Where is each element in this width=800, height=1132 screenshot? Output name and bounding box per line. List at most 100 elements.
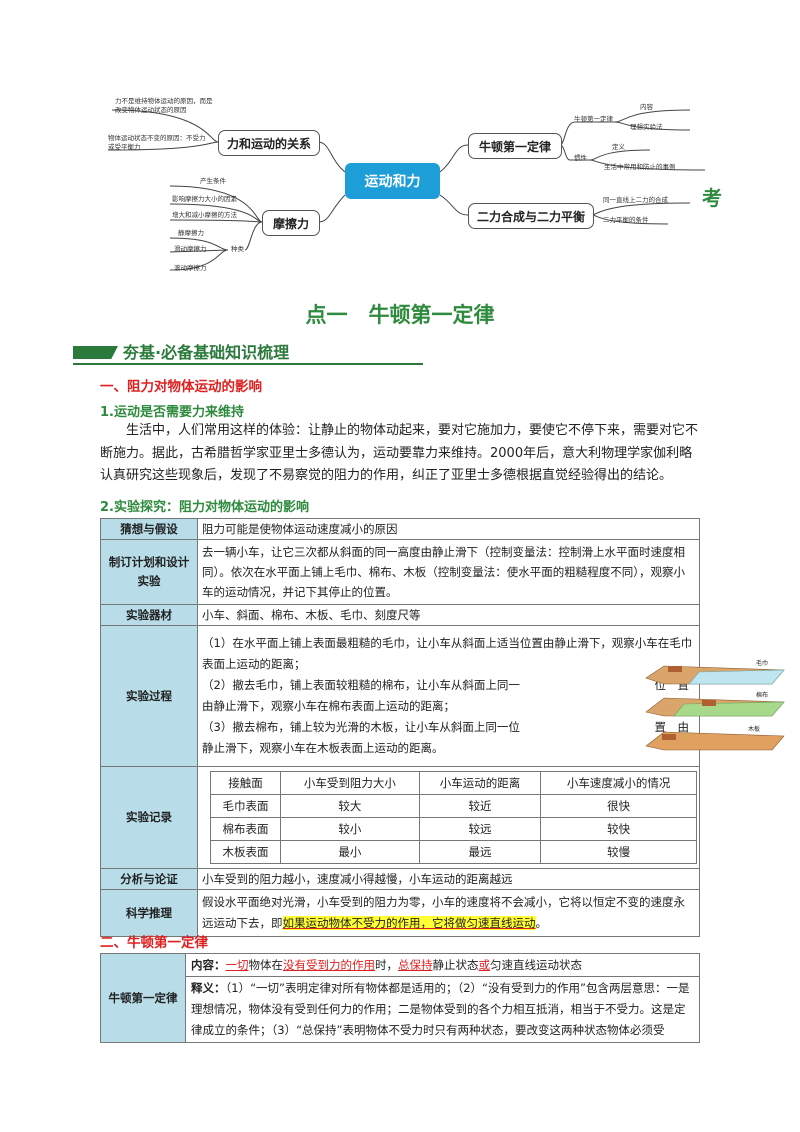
newton-explain-row: 释义：（1）“一切”表明定律对所有物体都是适用的；（2）“没有受到力的作用”包含… — [101, 976, 700, 1043]
corner-char: 考 — [702, 186, 722, 210]
label-cotton: 棉布 — [756, 691, 768, 699]
label-towel: 毛巾 — [756, 659, 768, 667]
content-always: 总保持 — [398, 958, 433, 972]
mind-map-center: 运动和力 — [345, 163, 440, 199]
leaf-friction-condition: 产生条件 — [200, 177, 226, 185]
content-no-force: 没有受到力的作用 — [283, 958, 375, 972]
newton-content-row: 牛顿第一定律 内容：一切物体在没有受到力的作用时，总保持静止状态或匀速直线运动状… — [100, 953, 700, 1043]
leaf-newton-law: 牛顿第一定律 — [574, 115, 613, 123]
record-cell: 接触面 小车受到阻力大小 小车运动的距离 小车速度减小的情况 毛巾表面 较大 较… — [197, 766, 700, 869]
content-key: 内容： — [191, 958, 226, 972]
leaf-friction-methods: 增大和减小摩擦的方法 — [172, 211, 237, 219]
record-cell-value: 最远 — [418, 840, 542, 864]
cotton-surface — [673, 701, 785, 717]
record-header-row: 接触面 小车受到阻力大小 小车运动的距离 小车速度减小的情况 — [209, 771, 697, 795]
intro-paragraph: 生活中，人们常用这样的体验：让静止的物体动起来，要对它施加力，要使它不停下来，需… — [100, 423, 699, 483]
row-label: 科学推理 — [100, 889, 198, 937]
row-guess: 猜想与假设 阻力可能是使物体运动速度减小的原因 — [100, 518, 700, 540]
newton-law-label: 牛顿第一定律 — [100, 953, 186, 1043]
ramp-wood — [645, 731, 785, 751]
explain-key: 释义： — [191, 981, 226, 995]
record-table: 接触面 小车受到阻力大小 小车运动的距离 小车速度减小的情况 毛巾表面 较大 较… — [209, 771, 697, 864]
row-label: 制订计划和设计实验 — [100, 539, 198, 605]
section-title: 点一 牛顿第一定律 — [305, 303, 495, 327]
record-header: 小车受到阻力大小 — [280, 771, 420, 795]
subheading-1: 1.运动是否需要力来维持 — [100, 405, 244, 420]
leaf-balance-condition: 二力平衡的条件 — [603, 216, 649, 224]
leaf-force-composition: 同一直线上二力的合成 — [603, 196, 668, 204]
row-label: 分析与论证 — [100, 868, 198, 890]
inference-cell: 假设水平面绝对光滑，小车受到的阻力为零，小车的速度将不会减小，它将以恒定不变的速… — [197, 889, 700, 937]
content-b: 物体在 — [248, 958, 284, 972]
inference-text-b: 。 — [535, 916, 548, 930]
row-analysis: 分析与论证 小车受到的阻力越小，速度减小得越慢，小车运动的距离越远 — [100, 868, 700, 890]
process-step-3-line: （3）撤去棉布，铺上较为光滑的木板，让小车从斜面上同一位 置 由 — [202, 717, 695, 738]
leaf-friction-factors: 影响摩擦力大小的因素 — [172, 195, 237, 203]
newton-explain-cell: 释义：（1）“一切”表明定律对所有物体都是适用的；（2）“没有受到力的作用”包含… — [185, 976, 700, 1043]
record-cell-value: 较快 — [540, 817, 697, 841]
label-wood: 木板 — [748, 725, 760, 733]
banner-bar — [73, 346, 118, 359]
branch-force-motion: 力和运动的关系 — [218, 130, 320, 156]
inference-text-a: 假设水平面绝对光滑，小车受到的阻力为零，小车的速度将不会减小，它将以恒定不变的速… — [202, 895, 685, 930]
record-cell-value: 毛巾表面 — [209, 794, 282, 818]
content-uniform: 匀速直线运动状态 — [490, 958, 582, 972]
process-cell: （1）在水平面上铺上表面最粗糙的毛巾，让小车从斜面上适当位置由静止滑下，观察小车… — [197, 625, 785, 767]
leaf-rolling-friction: 滚动摩擦力 — [174, 264, 207, 272]
row-record: 实验记录 接触面 小车受到阻力大小 小车运动的距离 小车速度减小的情况 毛巾表面… — [100, 766, 700, 869]
inference-highlight: 如果运动物体不受力的作用，它将做匀速直线运动 — [282, 916, 536, 930]
process-step-2-line: （2）撤去毛巾，铺上表面较粗糙的棉布，让小车从斜面上同一 位 置 — [202, 675, 695, 696]
record-row: 毛巾表面 较大 较近 很快 — [209, 794, 697, 818]
cart-icon — [702, 700, 716, 706]
process-step-3c: 静止滑下，观察小车在木板表面上运动的距离。 — [202, 741, 444, 755]
heading-part1: 一、阻力对物体运动的影响 — [100, 379, 262, 395]
leaf-content: 内容 — [640, 103, 653, 111]
content-rest: 静止状态 — [432, 958, 479, 972]
branch-newton: 牛顿第一定律 — [468, 133, 562, 159]
banner-underline — [73, 363, 423, 365]
record-cell-value: 较小 — [280, 817, 420, 841]
mind-map: 运动和力 力和运动的关系 摩擦力 牛顿第一定律 二力合成与二力平衡 力不是维持物… — [0, 0, 800, 290]
branch-friction: 摩擦力 — [262, 210, 320, 236]
row-text: 小车、斜面、棉布、木板、毛巾、刻度尺等 — [197, 604, 700, 626]
towel-surface — [688, 669, 785, 685]
record-header: 小车速度减小的情况 — [540, 771, 697, 795]
content-or: 或 — [478, 958, 491, 972]
record-row: 棉布表面 较小 较远 较快 — [209, 817, 697, 841]
record-header: 接触面 — [209, 771, 282, 795]
banner-text: 夯基·必备基础知识梳理 — [123, 343, 290, 362]
newton-law-table: 牛顿第一定律 内容：一切物体在没有受到力的作用时，总保持静止状态或匀速直线运动状… — [100, 953, 700, 1043]
mind-map-lines — [107, 109, 706, 271]
experiment-table: 猜想与假设 阻力可能是使物体运动速度减小的原因 制订计划和设计实验 去一辆小车，… — [100, 518, 785, 937]
leaf-definition: 定义 — [612, 143, 625, 151]
content-d: 时， — [375, 958, 398, 972]
leaf-force-not-cause: 力不是维持物体运动的原因，而是改变物体运动状态的原因 — [115, 97, 213, 114]
content-all: 一切 — [225, 958, 249, 972]
record-cell-value: 较大 — [280, 794, 420, 818]
leaf-static-friction: 静摩擦力 — [178, 229, 204, 237]
row-process: 实验过程 （1）在水平面上铺上表面最粗糙的毛巾，让小车从斜面上适当位置由静止滑下… — [100, 625, 785, 767]
process-step-2c: 由静止滑下，观察小车在棉布表面上运动的距离； — [202, 699, 455, 713]
row-label: 实验器材 — [100, 604, 198, 626]
leaf-examples: 生活中常用和防止的事例 — [604, 163, 676, 171]
process-step-1: （1）在水平面上铺上表面最粗糙的毛巾，让小车从斜面上适当位置由静止滑下，观察小车… — [202, 636, 693, 671]
record-cell-value: 较慢 — [540, 840, 697, 864]
row-text: 阻力可能是使物体运动速度减小的原因 — [197, 518, 700, 540]
record-cell-value: 较远 — [418, 817, 542, 841]
newton-content-cell: 内容：一切物体在没有受到力的作用时，总保持静止状态或匀速直线运动状态 — [185, 953, 700, 977]
record-cell-value: 最小 — [280, 840, 420, 864]
heading-part2: 二、牛顿第一定律 — [100, 935, 208, 951]
record-row: 木板表面 最小 最远 较慢 — [209, 840, 697, 864]
record-cell-value: 棉布表面 — [209, 817, 282, 841]
branch-balance: 二力合成与二力平衡 — [468, 203, 594, 229]
row-label: 实验过程 — [100, 625, 198, 767]
leaf-state-unchanged: 物体运动状态不变的原因：不受力或受平衡力 — [108, 134, 206, 151]
process-step-2a: （2）撤去毛巾，铺上表面较粗糙的棉布，让小车从斜面上同一 — [202, 678, 520, 692]
row-label: 实验记录 — [100, 766, 198, 869]
record-cell-value: 很快 — [540, 794, 697, 818]
row-plan: 制订计划和设计实验 去一辆小车，让它三次都从斜面的同一高度由静止滑下（控制变量法… — [100, 539, 700, 605]
row-materials: 实验器材 小车、斜面、棉布、木板、毛巾、刻度尺等 — [100, 604, 700, 626]
row-inference: 科学推理 假设水平面绝对光滑，小车受到的阻力为零，小车的速度将不会减小，它将以恒… — [100, 889, 700, 937]
cart-icon — [668, 666, 682, 672]
leaf-inertia: 惯性 — [574, 154, 587, 162]
